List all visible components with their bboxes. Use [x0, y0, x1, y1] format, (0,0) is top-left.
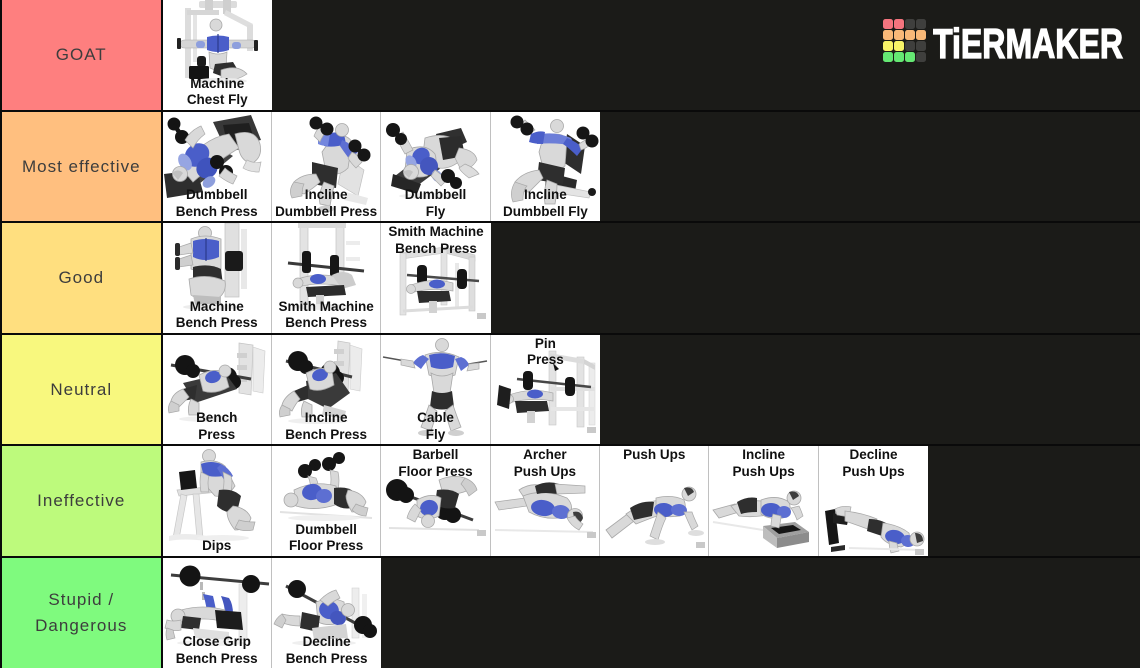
svg-text:TiERMAKER: TiERMAKER	[933, 25, 1123, 65]
